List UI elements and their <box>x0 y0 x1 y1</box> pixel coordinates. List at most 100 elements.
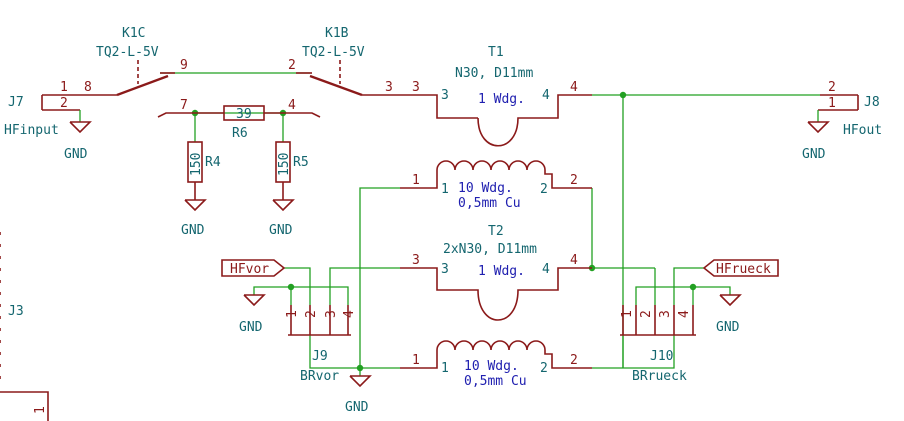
connector-j10-pin2: 2 <box>639 310 654 318</box>
ground-icon <box>184 199 207 212</box>
connector-j8-ref: J8 <box>864 95 880 110</box>
ground-icon <box>807 121 830 134</box>
transformer-t2-bottom-label2: 0,5mm Cu <box>464 374 527 389</box>
ground-icon <box>272 199 295 212</box>
transformer-t1-pin4: 4 <box>542 88 550 103</box>
connector-j3-pin1: 1 <box>33 406 48 414</box>
ground-symbol: GND <box>64 121 92 162</box>
connector-j10-pin4: 4 <box>677 310 692 318</box>
resistor-r6[interactable]: 7 4 39 R6 <box>157 98 321 141</box>
ground-label: GND <box>64 147 88 162</box>
relay-k1c-pin9: 9 <box>180 58 188 73</box>
relay-k1b[interactable]: K1B TQ2-L-5V 2 3 3 <box>288 26 430 97</box>
resistor-r6-pin7: 7 <box>180 98 188 113</box>
ground-label: GND <box>181 223 205 238</box>
connector-j7[interactable]: 1 2 J7 HFinput <box>4 80 100 138</box>
relay-k1c[interactable]: K1C TQ2-L-5V 8 9 <box>84 26 188 97</box>
connector-j9-pins <box>288 305 351 336</box>
transformer-t1-bottom-label1: 10 Wdg. <box>458 181 513 196</box>
relay-k1c-ref: K1C <box>122 26 145 41</box>
relay-k1b-pin3a: 3 <box>385 80 393 95</box>
ground-icon <box>69 121 92 134</box>
connector-j9-pin1: 1 <box>285 310 300 318</box>
relay-k1b-ref: K1B <box>325 26 349 41</box>
ground-icon <box>349 375 372 388</box>
connector-j8-pin1: 1 <box>828 96 836 111</box>
wire-t1-bottom-left <box>359 187 400 368</box>
transformer-t1-bottom-label2: 0,5mm Cu <box>458 196 521 211</box>
resistor-r4-ref: R4 <box>205 155 221 170</box>
transformer-t2-pin4: 4 <box>542 262 550 277</box>
transformer-t2-bottom-label1: 10 Wdg. <box>464 359 519 374</box>
wire-pin-t2-bot-in: 1 <box>412 353 420 368</box>
resistor-r6-ref: R6 <box>232 126 248 141</box>
transformer-t2-top-label: 1 Wdg. <box>478 264 525 279</box>
resistor-r6-left-lead <box>157 112 224 118</box>
connector-j8[interactable]: 2 1 J8 HFout GND <box>802 80 882 162</box>
transformer-t2-pin3: 3 <box>441 262 449 277</box>
transformer-t2[interactable]: T2 2xN30, D11mm 1 Wdg. 3 4 3 4 1 2 10 Wd… <box>400 224 592 389</box>
connector-j9-ref: J9 <box>312 349 328 364</box>
resistor-r4-value: 150 <box>189 153 204 176</box>
transformer-t2-ref: T2 <box>488 224 504 239</box>
net-label-hfrueck-shape <box>702 259 779 277</box>
net-label-hfrueck[interactable]: HFrueck <box>702 259 779 277</box>
wire-j9-t2bottom <box>309 335 360 369</box>
ground-label: GND <box>716 320 740 335</box>
transformer-t1-pin2: 2 <box>540 182 548 197</box>
connector-j9[interactable]: 1 2 3 4 J9 BRvor GND <box>239 294 357 384</box>
wire-pin-t1-bot-in: 1 <box>412 173 420 188</box>
connector-j3[interactable]: J3 1 <box>0 232 49 421</box>
connector-j10-pin3: 3 <box>658 310 673 318</box>
connector-j10-pins <box>620 305 696 336</box>
resistor-r4[interactable]: 150 R4 GND <box>181 141 221 238</box>
connector-j7-ref: J7 <box>8 95 24 110</box>
connector-j3-ref: J3 <box>8 304 24 319</box>
resistor-r6-right-lead <box>264 112 321 118</box>
connector-j10-value: BRrueck <box>632 369 687 384</box>
wire-pin-t2-bot-out: 2 <box>570 353 578 368</box>
transformer-t1-bottom-winding <box>400 160 592 189</box>
connector-j10-ref: J10 <box>650 349 673 364</box>
connector-j9-value: BRvor <box>300 369 339 384</box>
connector-j3-pin-outline <box>0 391 49 421</box>
transformer-t2-value: 2xN30, D11mm <box>443 242 537 257</box>
connector-j9-pin2: 2 <box>304 310 319 318</box>
transformer-t2-top-winding <box>400 267 592 321</box>
transformer-t2-pin2: 2 <box>540 361 548 376</box>
relay-k1b-pin3b: 3 <box>412 80 420 95</box>
wire-pin-t2-out: 4 <box>570 253 578 268</box>
relay-k1c-contact <box>116 74 169 97</box>
resistor-r5-ref: R5 <box>293 155 309 170</box>
wire-j10-gnd <box>635 286 731 305</box>
transformer-t2-bottom-winding <box>400 340 592 369</box>
wire-hfvor-j9 <box>284 267 311 305</box>
transformer-t1-ref: T1 <box>488 45 504 60</box>
connector-j8-pin2: 2 <box>828 80 836 95</box>
transformer-t1[interactable]: T1 N30, D11mm 1 Wdg. 3 4 4 1 2 10 Wdg. 0… <box>400 45 592 211</box>
resistor-r5[interactable]: 150 R5 GND <box>269 141 309 238</box>
connector-j10[interactable]: 1 2 3 4 J10 BRrueck GND <box>620 294 742 384</box>
ground-icon <box>243 294 266 307</box>
wire-pin-t2-in: 3 <box>412 253 420 268</box>
ground-label: GND <box>269 223 293 238</box>
ground-symbol: GND <box>345 375 372 415</box>
transformer-t1-pin1: 1 <box>441 182 449 197</box>
relay-k1c-value: TQ2-L-5V <box>96 45 159 60</box>
ground-label: GND <box>802 147 826 162</box>
relay-k1b-pin2: 2 <box>288 58 296 73</box>
net-label-hfvor[interactable]: HFvor <box>221 259 286 277</box>
transformer-t1-top-label: 1 Wdg. <box>478 92 525 107</box>
junction-dot <box>619 91 627 99</box>
ground-label: GND <box>239 320 263 335</box>
relay-k1b-contact <box>309 74 363 97</box>
connector-j8-value: HFout <box>843 123 882 138</box>
resistor-r6-value: 39 <box>236 107 252 122</box>
transformer-t2-pin1: 1 <box>441 361 449 376</box>
junction-dot <box>689 283 697 291</box>
relay-k1b-value: TQ2-L-5V <box>302 45 365 60</box>
net-label-hfvor-shape <box>221 259 286 277</box>
transformer-t1-top-winding <box>430 94 592 147</box>
